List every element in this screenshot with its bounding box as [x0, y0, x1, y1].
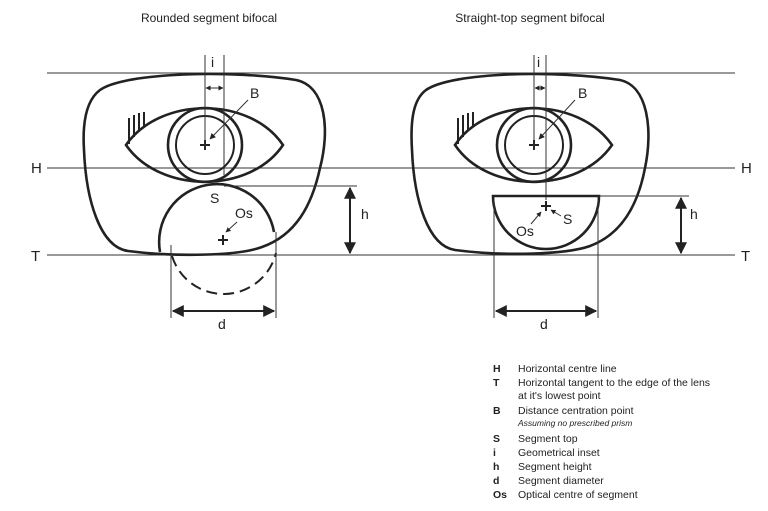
- legend-key-b: B: [493, 405, 501, 417]
- t-label-right: T: [741, 248, 750, 265]
- legend-text-t-line2: at it's lowest point: [518, 390, 601, 402]
- legend-text-t: Horizontal tangent to the edge of the le…: [518, 377, 710, 389]
- legend-key-s: S: [493, 433, 500, 445]
- inset-label: i: [537, 54, 540, 70]
- b-label: B: [250, 85, 259, 101]
- d-dimension-label: d: [540, 316, 548, 332]
- legend-text-os: Optical centre of segment: [518, 489, 638, 501]
- legend-text-d: Segment diameter: [518, 475, 604, 487]
- legend-note-b: Assuming no prescribed prism: [517, 418, 632, 428]
- legend-text-h-lower: Segment height: [518, 461, 592, 473]
- eye-outline: [453, 107, 614, 183]
- segment-dashed-arc: [171, 252, 277, 296]
- lens-outline: [82, 72, 327, 257]
- os-cross: [218, 235, 228, 245]
- eyelashes: [457, 112, 474, 144]
- h-dimension-label: h: [690, 206, 698, 222]
- os-arrow: [530, 211, 542, 225]
- b-label: B: [578, 85, 587, 101]
- inset-label: i: [211, 54, 214, 70]
- d-dimension-label: d: [218, 316, 226, 332]
- os-label: Os: [516, 223, 534, 239]
- legend-text-i: Geometrical inset: [518, 447, 600, 459]
- h-label-right: H: [741, 160, 752, 177]
- legend-text-s: Segment top: [518, 433, 578, 445]
- legend-key-i: i: [493, 447, 496, 459]
- rounded-bifocal: B i S Os h d: [82, 54, 369, 332]
- eyelashes: [128, 112, 145, 144]
- s-cross: [541, 201, 551, 211]
- straight-top-segment: [491, 194, 601, 251]
- right-title: Straight-top segment bifocal: [455, 11, 604, 25]
- rounded-segment: [157, 182, 276, 253]
- s-label: S: [563, 211, 572, 227]
- legend-key-os: Os: [493, 489, 507, 501]
- s-label: S: [210, 190, 219, 206]
- os-arrow: [225, 221, 238, 233]
- h-label-left: H: [31, 160, 42, 177]
- legend: H Horizontal centre line T Horizontal ta…: [493, 363, 710, 501]
- eye-outline: [124, 107, 285, 183]
- legend-text-b: Distance centration point: [518, 405, 634, 417]
- legend-key-h-upper: H: [493, 363, 501, 375]
- legend-key-h-lower: h: [493, 461, 499, 473]
- s-arrow: [550, 209, 562, 217]
- legend-key-t: T: [493, 377, 500, 389]
- h-dimension-label: h: [361, 206, 369, 222]
- b-arrow: [209, 99, 249, 140]
- b-arrow: [538, 99, 576, 140]
- legend-key-d: d: [493, 475, 499, 487]
- t-label-left: T: [31, 248, 40, 265]
- os-label: Os: [235, 205, 253, 221]
- legend-text-h-upper: Horizontal centre line: [518, 363, 617, 375]
- straight-top-bifocal: B i S Os h d: [410, 54, 698, 332]
- left-title: Rounded segment bifocal: [141, 11, 277, 25]
